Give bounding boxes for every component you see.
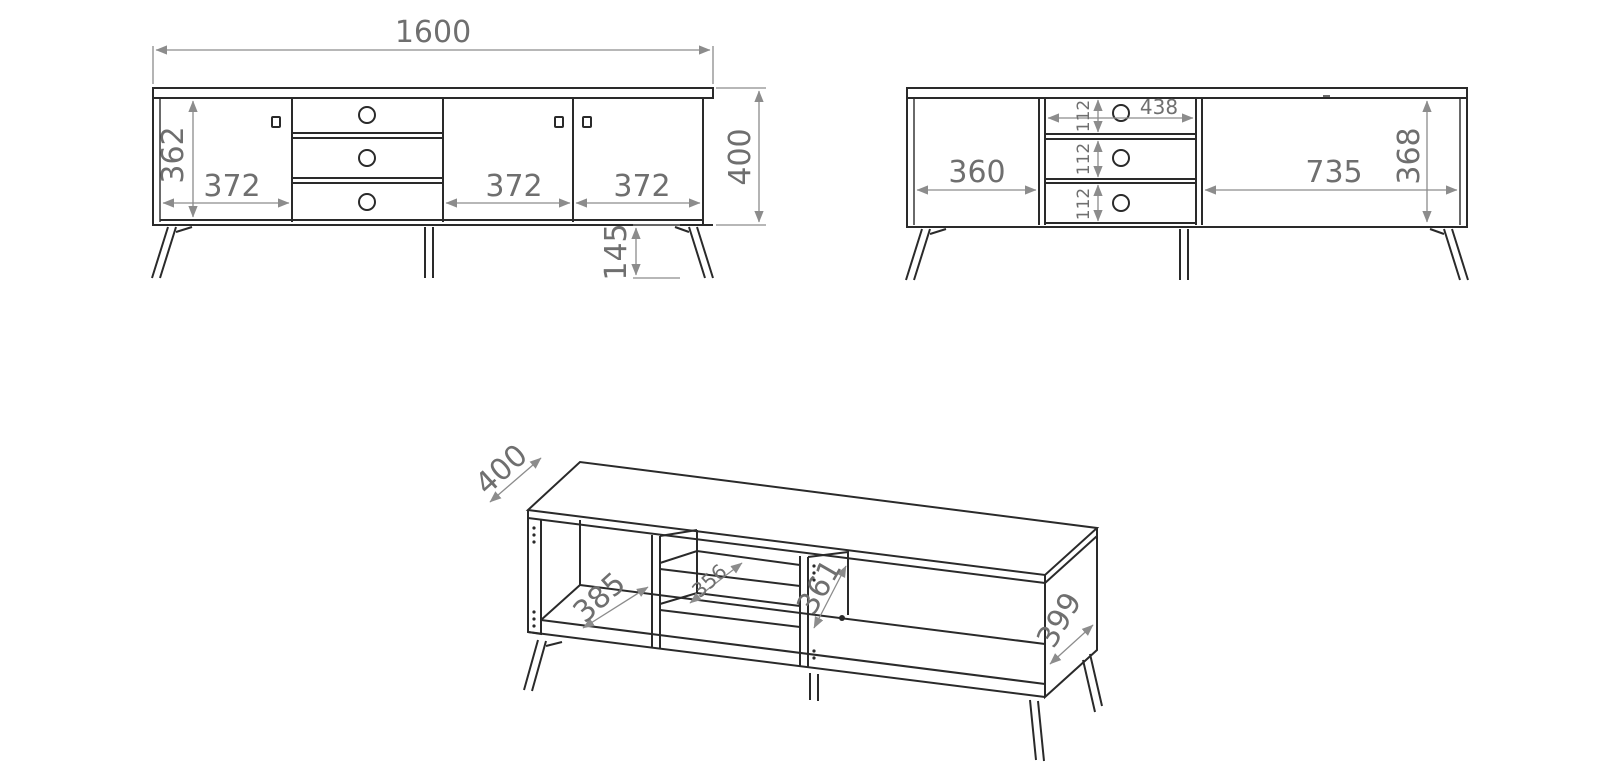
isometric-view: 400 385 356 361 399 xyxy=(469,438,1103,762)
front-legs xyxy=(151,226,714,279)
dim-drawer-width: 438 xyxy=(1140,95,1178,119)
dim-iso-depth: 400 xyxy=(469,438,535,502)
dim-drawer-height-1: 112 xyxy=(1074,100,1094,132)
dim-right-compartment-width: 735 xyxy=(1305,155,1362,190)
front-view: 1600 400 362 145 372 372 372 xyxy=(151,15,766,281)
back-cabinet-outline xyxy=(906,87,1468,228)
dim-leg-height: 145 xyxy=(599,223,634,280)
back-drawer-knobs xyxy=(1112,104,1130,212)
dim-inner-height: 368 xyxy=(1392,127,1427,184)
front-drawer-knobs xyxy=(358,106,376,211)
dim-iso-left-inner-depth: 385 xyxy=(567,566,633,630)
dim-drawer-height-3: 112 xyxy=(1074,188,1094,220)
dim-middle-door-width: 372 xyxy=(485,169,542,204)
dim-right-door-width: 372 xyxy=(613,169,670,204)
dim-drawer-height-2: 112 xyxy=(1074,143,1094,175)
front-cabinet-outline xyxy=(152,87,714,226)
back-legs xyxy=(905,228,1469,281)
dim-left-compartment-width: 360 xyxy=(948,155,1005,190)
dim-total-width: 1600 xyxy=(395,15,471,50)
back-view: 360 438 112 112 112 735 368 xyxy=(905,87,1469,281)
dim-left-door-width: 372 xyxy=(203,169,260,204)
dim-door-height: 362 xyxy=(156,126,191,183)
front-door-handles xyxy=(271,116,592,128)
dim-total-height: 400 xyxy=(723,128,758,185)
